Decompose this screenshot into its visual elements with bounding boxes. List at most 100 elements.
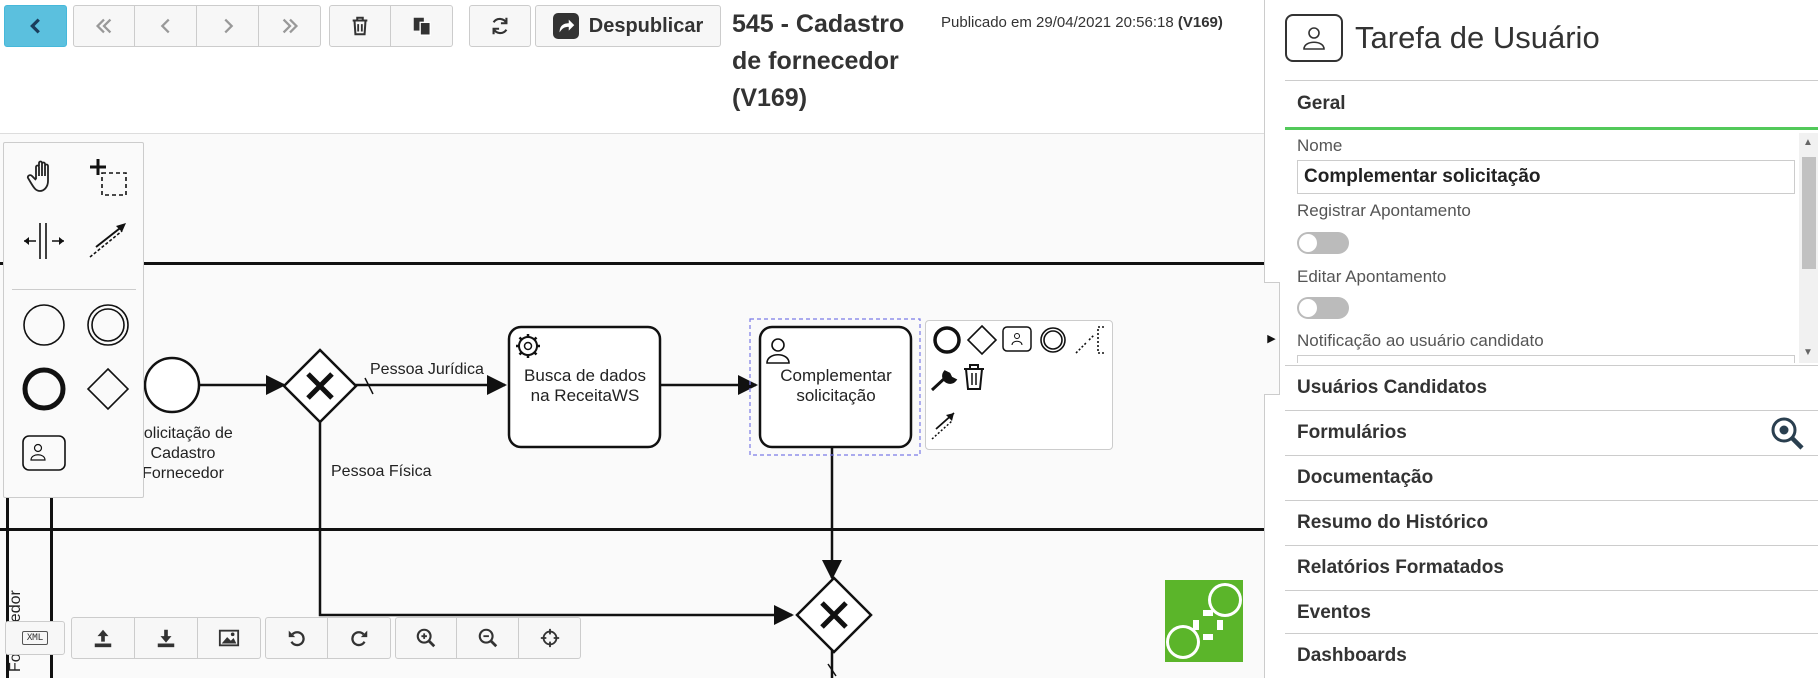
group-label: Dashboards <box>1297 645 1407 666</box>
bottom-toolbar: XML <box>0 617 600 661</box>
lane-divider <box>0 528 1264 531</box>
name-label: Nome <box>1297 136 1343 155</box>
register-label: Registrar Apontamento <box>1297 201 1471 220</box>
upload-icon <box>94 629 112 648</box>
zoom-out-button[interactable] <box>457 617 519 659</box>
redo-button[interactable] <box>328 617 391 659</box>
published-date: Publicado em 29/04/2021 20:56:18 <box>941 14 1174 31</box>
group-label: Relatórios Formatados <box>1297 557 1504 578</box>
sequence-flow-pf[interactable] <box>318 420 794 625</box>
space-tool-button[interactable] <box>18 215 70 267</box>
notify-input[interactable] <box>1297 355 1795 363</box>
previous-version-button[interactable] <box>135 5 197 47</box>
edit-toggle[interactable] <box>1297 297 1349 319</box>
undo-icon <box>288 630 305 647</box>
create-gateway-button[interactable] <box>82 363 134 415</box>
append-task-icon[interactable] <box>1002 326 1032 352</box>
group-dashboards[interactable]: Dashboards <box>1285 633 1818 678</box>
service-task[interactable] <box>507 325 662 449</box>
edit-label: Editar Apontamento <box>1297 267 1447 286</box>
user-task-icon <box>22 435 66 471</box>
group-label: Usuários Candidatos <box>1297 377 1488 398</box>
name-input[interactable]: Complementar solicitação <box>1297 160 1795 194</box>
create-task-button[interactable] <box>18 427 70 479</box>
chevron-left-icon <box>160 18 170 34</box>
delete-button[interactable] <box>329 5 391 47</box>
chevron-left-icon <box>29 18 40 34</box>
hand-tool-button[interactable] <box>18 151 70 203</box>
refresh-button[interactable] <box>469 5 531 47</box>
panel-header: Tarefa de Usuário <box>1285 14 1600 62</box>
create-end-event-button[interactable] <box>18 363 70 415</box>
group-geral[interactable]: Geral <box>1285 80 1818 130</box>
preview-icon[interactable] <box>1769 415 1805 451</box>
xml-button[interactable]: XML <box>5 621 65 655</box>
gateway-icon <box>86 367 130 411</box>
next-version-button[interactable] <box>197 5 259 47</box>
export-image-button[interactable] <box>198 617 261 659</box>
group-events[interactable]: Eventos <box>1285 590 1818 635</box>
global-connect-tool-button[interactable] <box>82 215 134 267</box>
start-event[interactable] <box>143 356 201 414</box>
bpmn-canvas[interactable]: Despublicar 545 - Cadastro de fornecedor… <box>0 0 1264 678</box>
flow-label-pf: Pessoa Física <box>331 463 432 480</box>
lasso-tool-button[interactable] <box>82 151 134 203</box>
user-icon <box>766 338 790 364</box>
group-documentation[interactable]: Documentação <box>1285 455 1818 500</box>
double-chevron-right-icon <box>282 18 298 34</box>
upload-button[interactable] <box>71 617 135 659</box>
create-intermediate-event-button[interactable] <box>82 299 134 351</box>
register-toggle[interactable] <box>1297 232 1349 254</box>
user-task[interactable] <box>758 325 913 449</box>
refresh-icon <box>492 17 508 35</box>
intermediate-event-icon <box>87 304 129 346</box>
redo-icon <box>351 630 368 647</box>
group-forms[interactable]: Formulários <box>1285 410 1818 455</box>
xml-icon: XML <box>21 631 49 645</box>
scrollbar-thumb[interactable] <box>1802 157 1816 269</box>
group-candidate-users[interactable]: Usuários Candidatos <box>1285 365 1818 410</box>
user-task-icon <box>1285 14 1343 62</box>
share-icon <box>552 13 579 39</box>
panel-title: Tarefa de Usuário <box>1355 20 1600 55</box>
user-task-label: Complementar solicitação <box>780 366 892 405</box>
undo-button[interactable] <box>265 617 328 659</box>
copy-icon <box>413 17 431 36</box>
start-event-label: Solicitação de Cadastro Fornecedor <box>133 425 233 482</box>
context-pad <box>925 320 1113 450</box>
fields-scrollbar[interactable]: ▲ ▼ <box>1799 133 1818 363</box>
group-formatted-reports[interactable]: Relatórios Formatados <box>1285 545 1818 590</box>
scroll-up-icon[interactable]: ▲ <box>1803 137 1813 148</box>
service-task-label: Busca de dados na ReceitaWS <box>524 366 646 405</box>
last-version-button[interactable] <box>259 5 321 47</box>
unpublish-label: Despublicar <box>588 14 704 37</box>
bpmn-diagram <box>143 318 921 678</box>
reset-zoom-button[interactable] <box>519 617 581 659</box>
append-end-event-icon[interactable] <box>933 326 961 354</box>
download-button[interactable] <box>135 617 198 659</box>
group-label: Eventos <box>1297 602 1371 623</box>
first-version-button[interactable] <box>73 5 135 47</box>
double-chevron-left-icon <box>95 18 112 34</box>
crosshair-icon <box>540 628 559 648</box>
space-tool-icon <box>24 223 64 259</box>
exclusive-gateway[interactable] <box>795 576 873 654</box>
panel-collapse-toggle[interactable]: ▶ <box>1264 282 1280 395</box>
connect-icon[interactable] <box>931 412 955 440</box>
append-gateway-icon[interactable] <box>966 324 998 356</box>
append-intermediate-event-icon[interactable] <box>1040 327 1066 353</box>
group-label: Documentação <box>1297 467 1434 488</box>
zoom-in-button[interactable] <box>395 617 457 659</box>
download-icon <box>157 629 175 648</box>
back-button[interactable] <box>4 5 67 47</box>
group-history-summary[interactable]: Resumo do Histórico <box>1285 500 1818 545</box>
copy-button[interactable] <box>391 5 453 47</box>
create-start-event-button[interactable] <box>18 299 70 351</box>
tool-palette <box>3 142 144 498</box>
scroll-down-icon[interactable]: ▼ <box>1803 347 1813 358</box>
exclusive-gateway[interactable] <box>282 348 358 424</box>
text-annotation-icon[interactable] <box>1075 326 1104 354</box>
wrench-icon[interactable] <box>930 370 958 392</box>
trash-icon[interactable] <box>964 364 984 390</box>
unpublish-button[interactable]: Despublicar <box>535 5 721 47</box>
